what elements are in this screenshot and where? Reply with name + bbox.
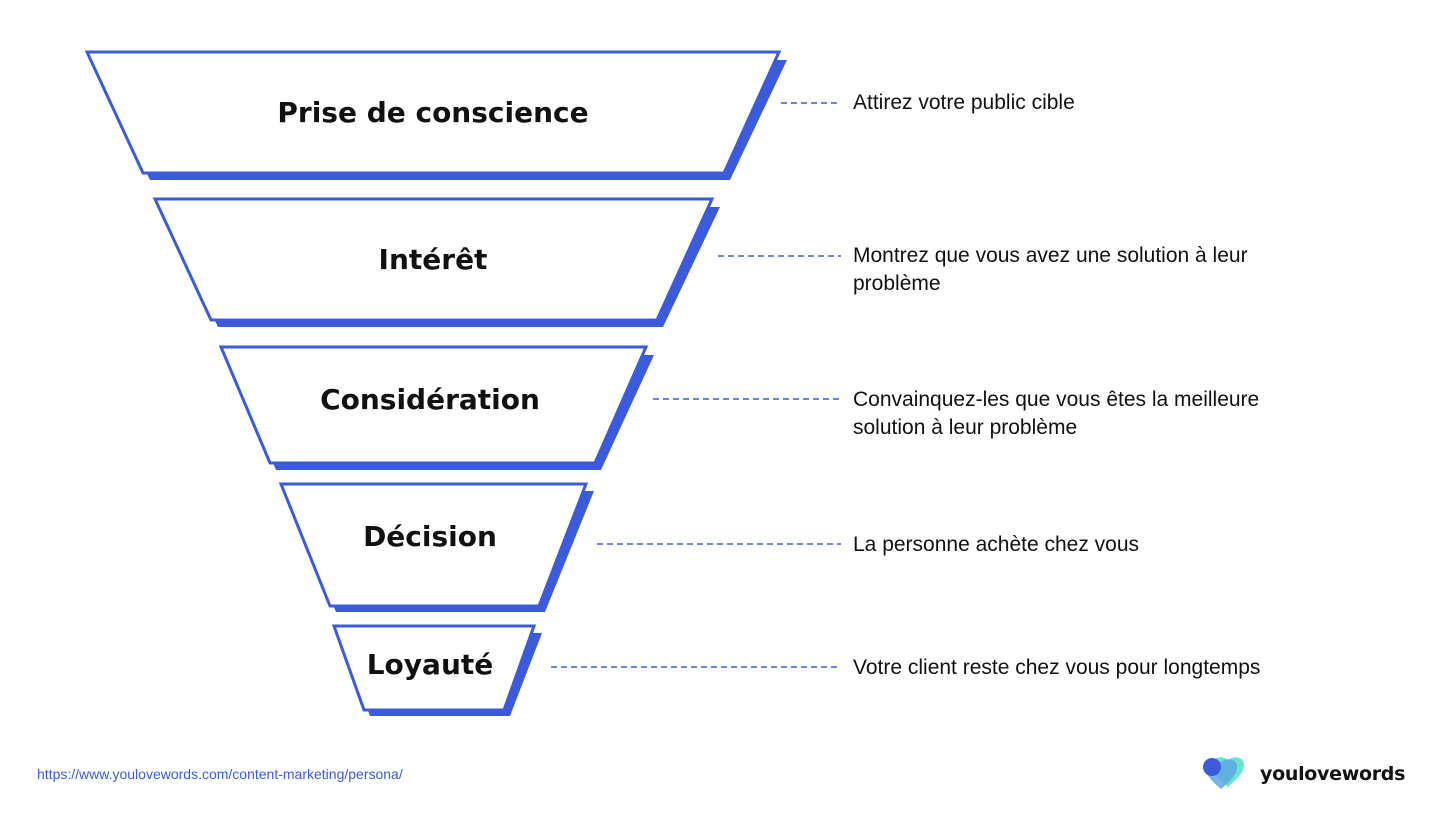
- stage-description-awareness: Attirez votre public cible: [853, 91, 1075, 114]
- brand-logo: youlovewords: [1200, 756, 1405, 792]
- stage-description-consideration: Convainquez-les que vous êtes la meilleu…: [853, 388, 1260, 439]
- funnel-stage-loyalty: Loyauté: [331, 624, 841, 716]
- stage-label: Prise de conscience: [277, 96, 588, 129]
- funnel-stage-body: [331, 624, 537, 712]
- funnel-stage-body: [218, 345, 649, 465]
- source-link[interactable]: https://www.youlovewords.com/content-mar…: [37, 766, 403, 782]
- stage-label: Intérêt: [379, 243, 488, 276]
- heart-logo-icon: [1203, 757, 1244, 789]
- funnel-stage-decision: Décision: [278, 482, 841, 612]
- funnel-stage-awareness: Prise de conscience: [84, 50, 841, 180]
- funnel-stage-interest: Intérêt: [152, 197, 841, 327]
- stage-label: Loyauté: [367, 648, 494, 681]
- funnel-stage-consideration: Considération: [218, 345, 841, 470]
- funnel-stage-body: [84, 50, 782, 175]
- stage-description-decision: La personne achète chez vous: [853, 533, 1140, 556]
- stage-description-loyalty: Votre client reste chez vous pour longte…: [853, 656, 1261, 679]
- brand-name: youlovewords: [1260, 763, 1406, 785]
- stage-description-interest: Montrez que vous avez une solution à leu…: [853, 244, 1248, 295]
- funnel-stage-body: [152, 197, 715, 322]
- funnel-stage-body: [278, 482, 589, 608]
- stage-label: Décision: [363, 520, 497, 553]
- stage-label: Considération: [320, 383, 540, 416]
